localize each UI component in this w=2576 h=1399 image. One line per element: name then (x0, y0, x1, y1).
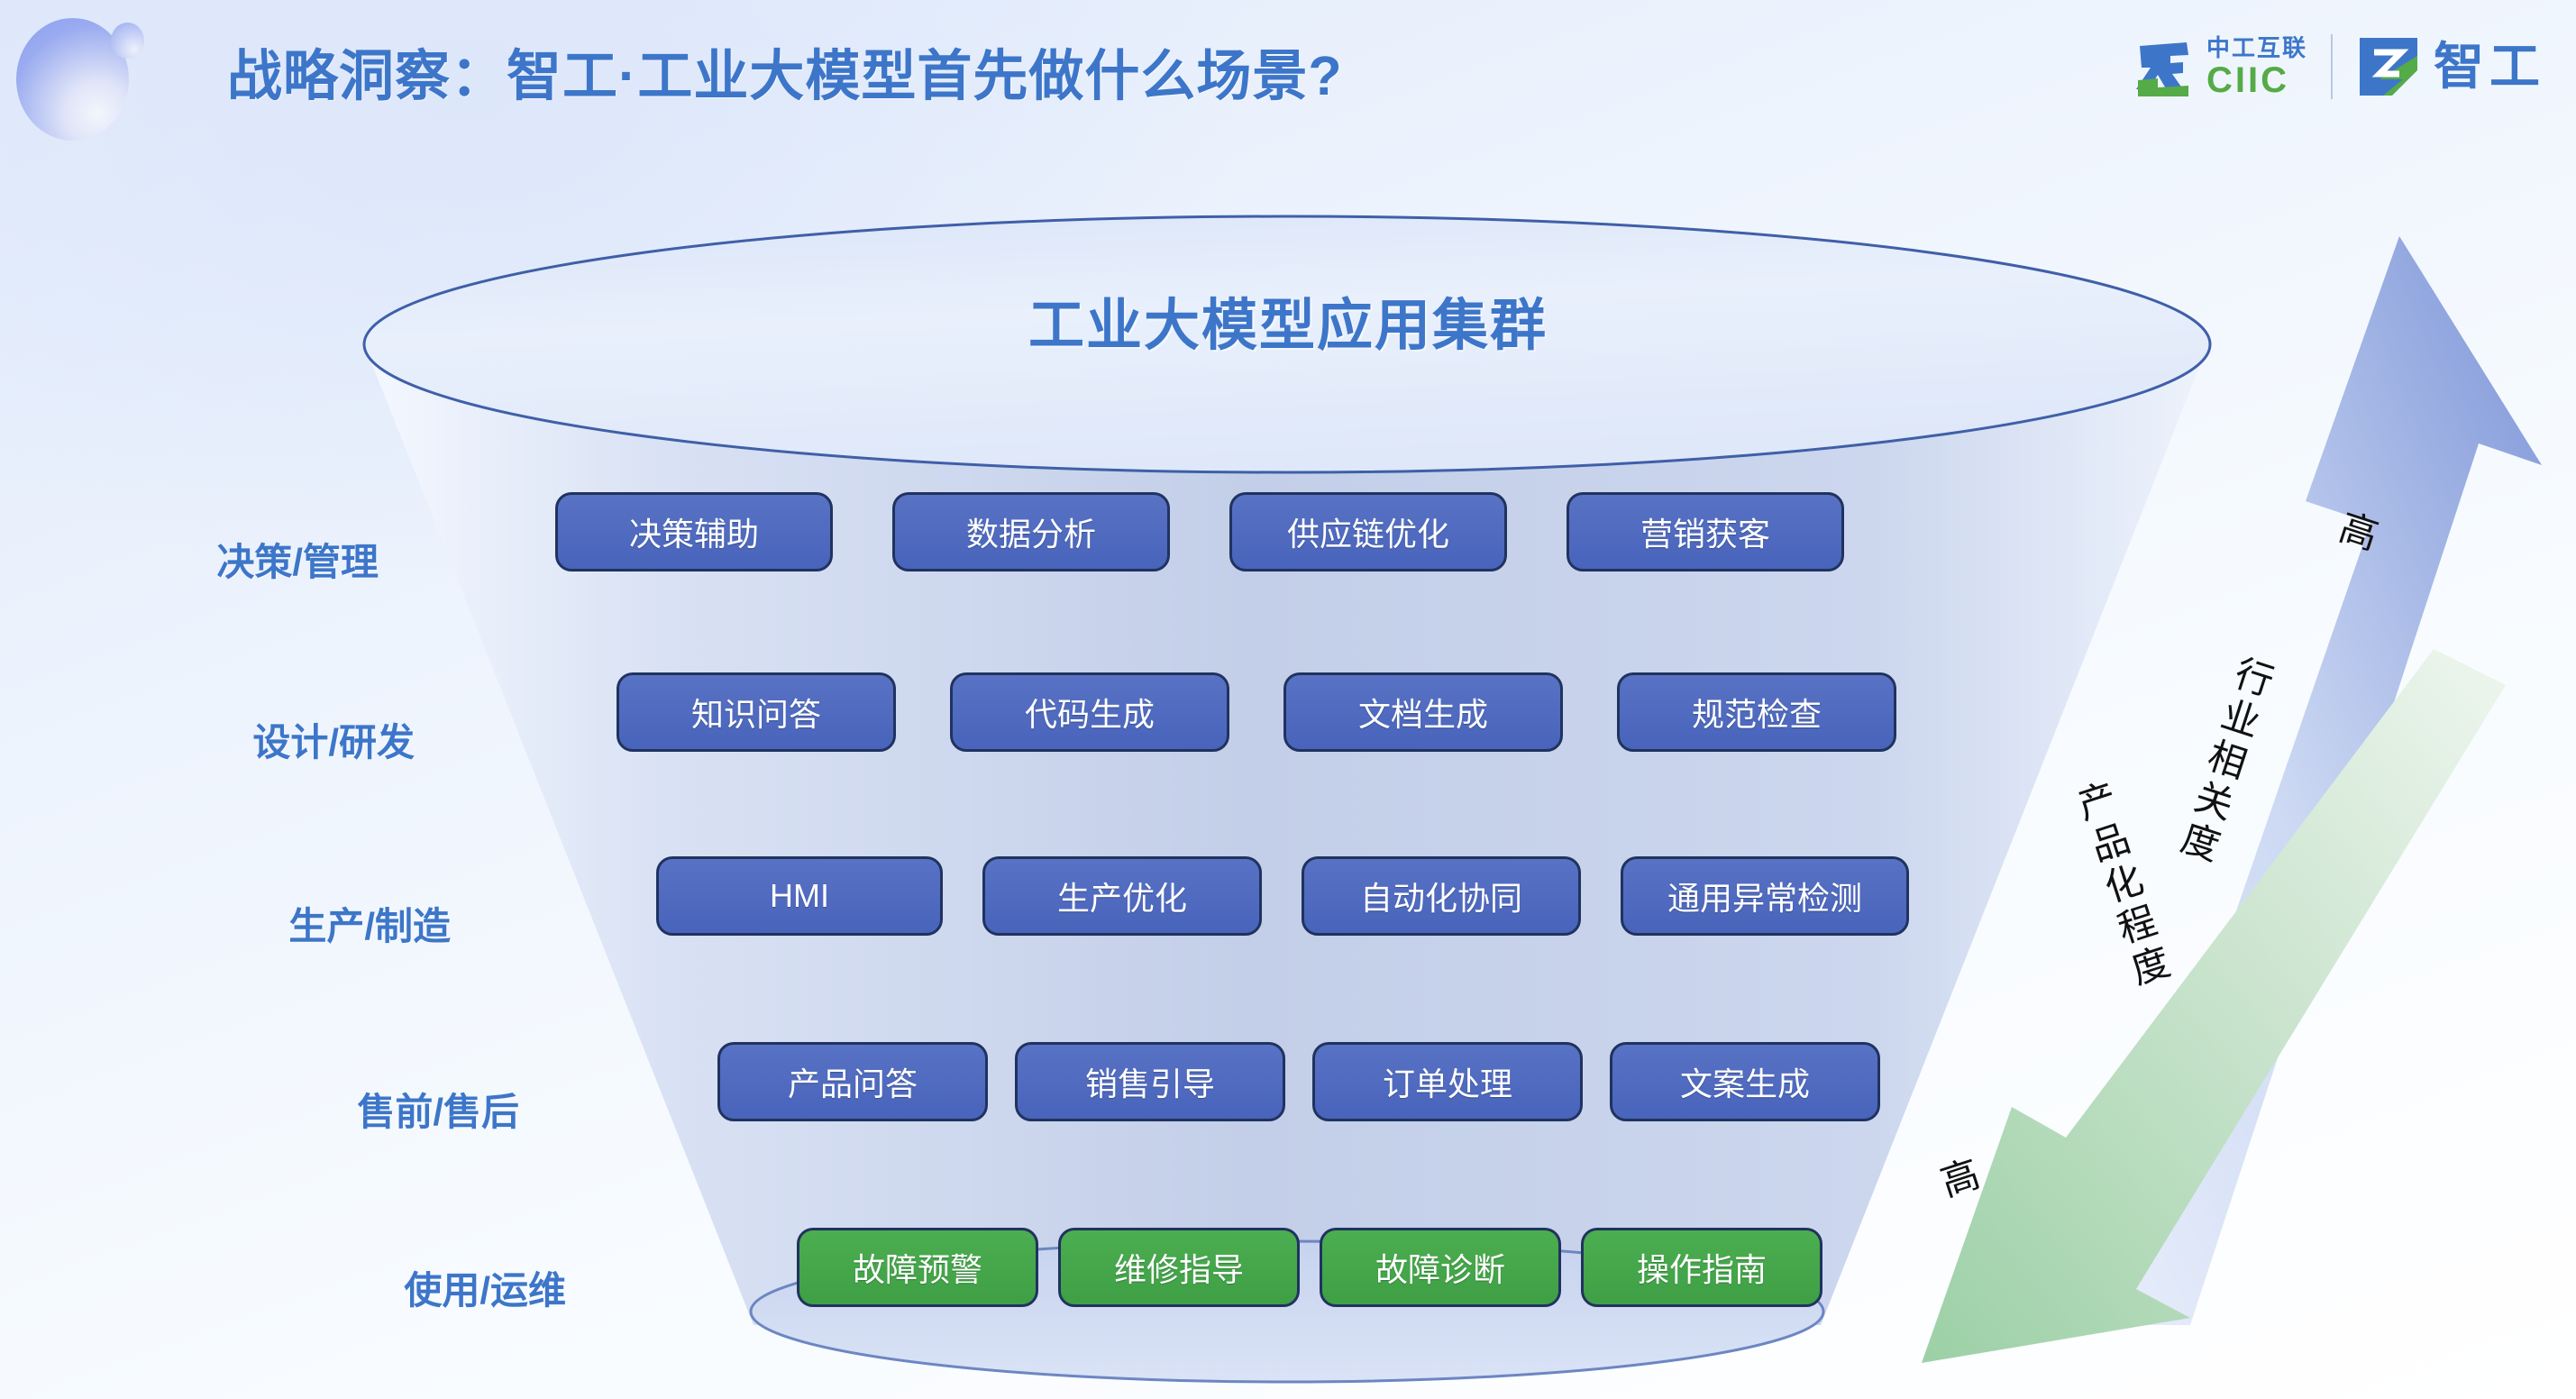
chip-hmi[interactable]: HMI (656, 856, 943, 936)
zhigong-mark-icon (2360, 38, 2417, 96)
chip-fault-diagnosis[interactable]: 故障诊断 (1320, 1228, 1561, 1307)
row-label-decision: 决策/管理 (216, 541, 379, 583)
chip-knowledge-qa[interactable]: 知识问答 (617, 672, 896, 752)
logo-zhigong-text: 智工 (2434, 38, 2545, 95)
chip-row-decision: 决策辅助 数据分析 供应链优化 营销获客 (555, 492, 1844, 571)
chip-order-processing[interactable]: 订单处理 (1312, 1042, 1583, 1121)
funnel-top-label: 工业大模型应用集群 (1028, 295, 1548, 357)
logo-divider (2331, 34, 2333, 99)
row-label-design: 设计/研发 (252, 721, 415, 764)
row-label-presale-aftersale: 售前/售后 (357, 1091, 519, 1133)
chip-fault-warning[interactable]: 故障预警 (797, 1228, 1038, 1307)
chip-general-anomaly-detection[interactable]: 通用异常检测 (1621, 856, 1909, 936)
page-title: 战略洞察：智工·工业大模型首先做什么场景? (227, 45, 1343, 106)
chip-row-usage-ops: 故障预警 维修指导 故障诊断 操作指南 (797, 1228, 1822, 1307)
chip-marketing-acquisition[interactable]: 营销获客 (1567, 492, 1844, 571)
logo-bar: 中工互联 CIIC 智工 (2131, 29, 2545, 105)
row-label-usage-ops: 使用/运维 (404, 1269, 566, 1312)
logo-zhigong: 智工 (2356, 34, 2545, 99)
blue-arrow-industry-relevance (2093, 236, 2542, 1325)
blue-arrow-tip-label: 高 (2328, 505, 2383, 560)
chip-production-optimization[interactable]: 生产优化 (982, 856, 1262, 936)
chip-row-production: HMI 生产优化 自动化协同 通用异常检测 (656, 856, 1909, 936)
chip-row-design: 知识问答 代码生成 文档生成 规范检查 (617, 672, 1896, 752)
row-label-production: 生产/制造 (288, 905, 451, 947)
green-arrow-label: 产品化程度 (2068, 776, 2176, 996)
logo-ciic-cn: 中工互联 (2206, 33, 2307, 61)
chip-standards-check[interactable]: 规范检查 (1617, 672, 1896, 752)
chip-copy-generation[interactable]: 文案生成 (1610, 1042, 1880, 1121)
chip-document-generation[interactable]: 文档生成 (1283, 672, 1563, 752)
chip-row-presale-aftersale: 产品问答 销售引导 订单处理 文案生成 (717, 1042, 1880, 1121)
chip-decision-support[interactable]: 决策辅助 (555, 492, 833, 571)
green-arrow-tip-label: 高 (1931, 1153, 1986, 1208)
decorative-sphere-large-icon (16, 18, 129, 141)
chip-product-qa[interactable]: 产品问答 (717, 1042, 988, 1121)
chip-repair-guidance[interactable]: 维修指导 (1058, 1228, 1300, 1307)
logo-ciic-en: CIIC (2206, 59, 2289, 100)
logo-ciic: 中工互联 CIIC (2131, 33, 2307, 100)
decorative-sphere-small-icon (111, 23, 144, 59)
blue-arrow-label: 行业相关度 (2170, 651, 2279, 870)
chip-code-generation[interactable]: 代码生成 (950, 672, 1229, 752)
chip-sales-guidance[interactable]: 销售引导 (1015, 1042, 1285, 1121)
chip-automation-collaboration[interactable]: 自动化协同 (1302, 856, 1581, 936)
chip-operation-guide[interactable]: 操作指南 (1581, 1228, 1822, 1307)
chip-data-analysis[interactable]: 数据分析 (892, 492, 1170, 571)
ciic-mark-icon (2135, 42, 2188, 96)
chip-supply-chain-optimization[interactable]: 供应链优化 (1229, 492, 1507, 571)
